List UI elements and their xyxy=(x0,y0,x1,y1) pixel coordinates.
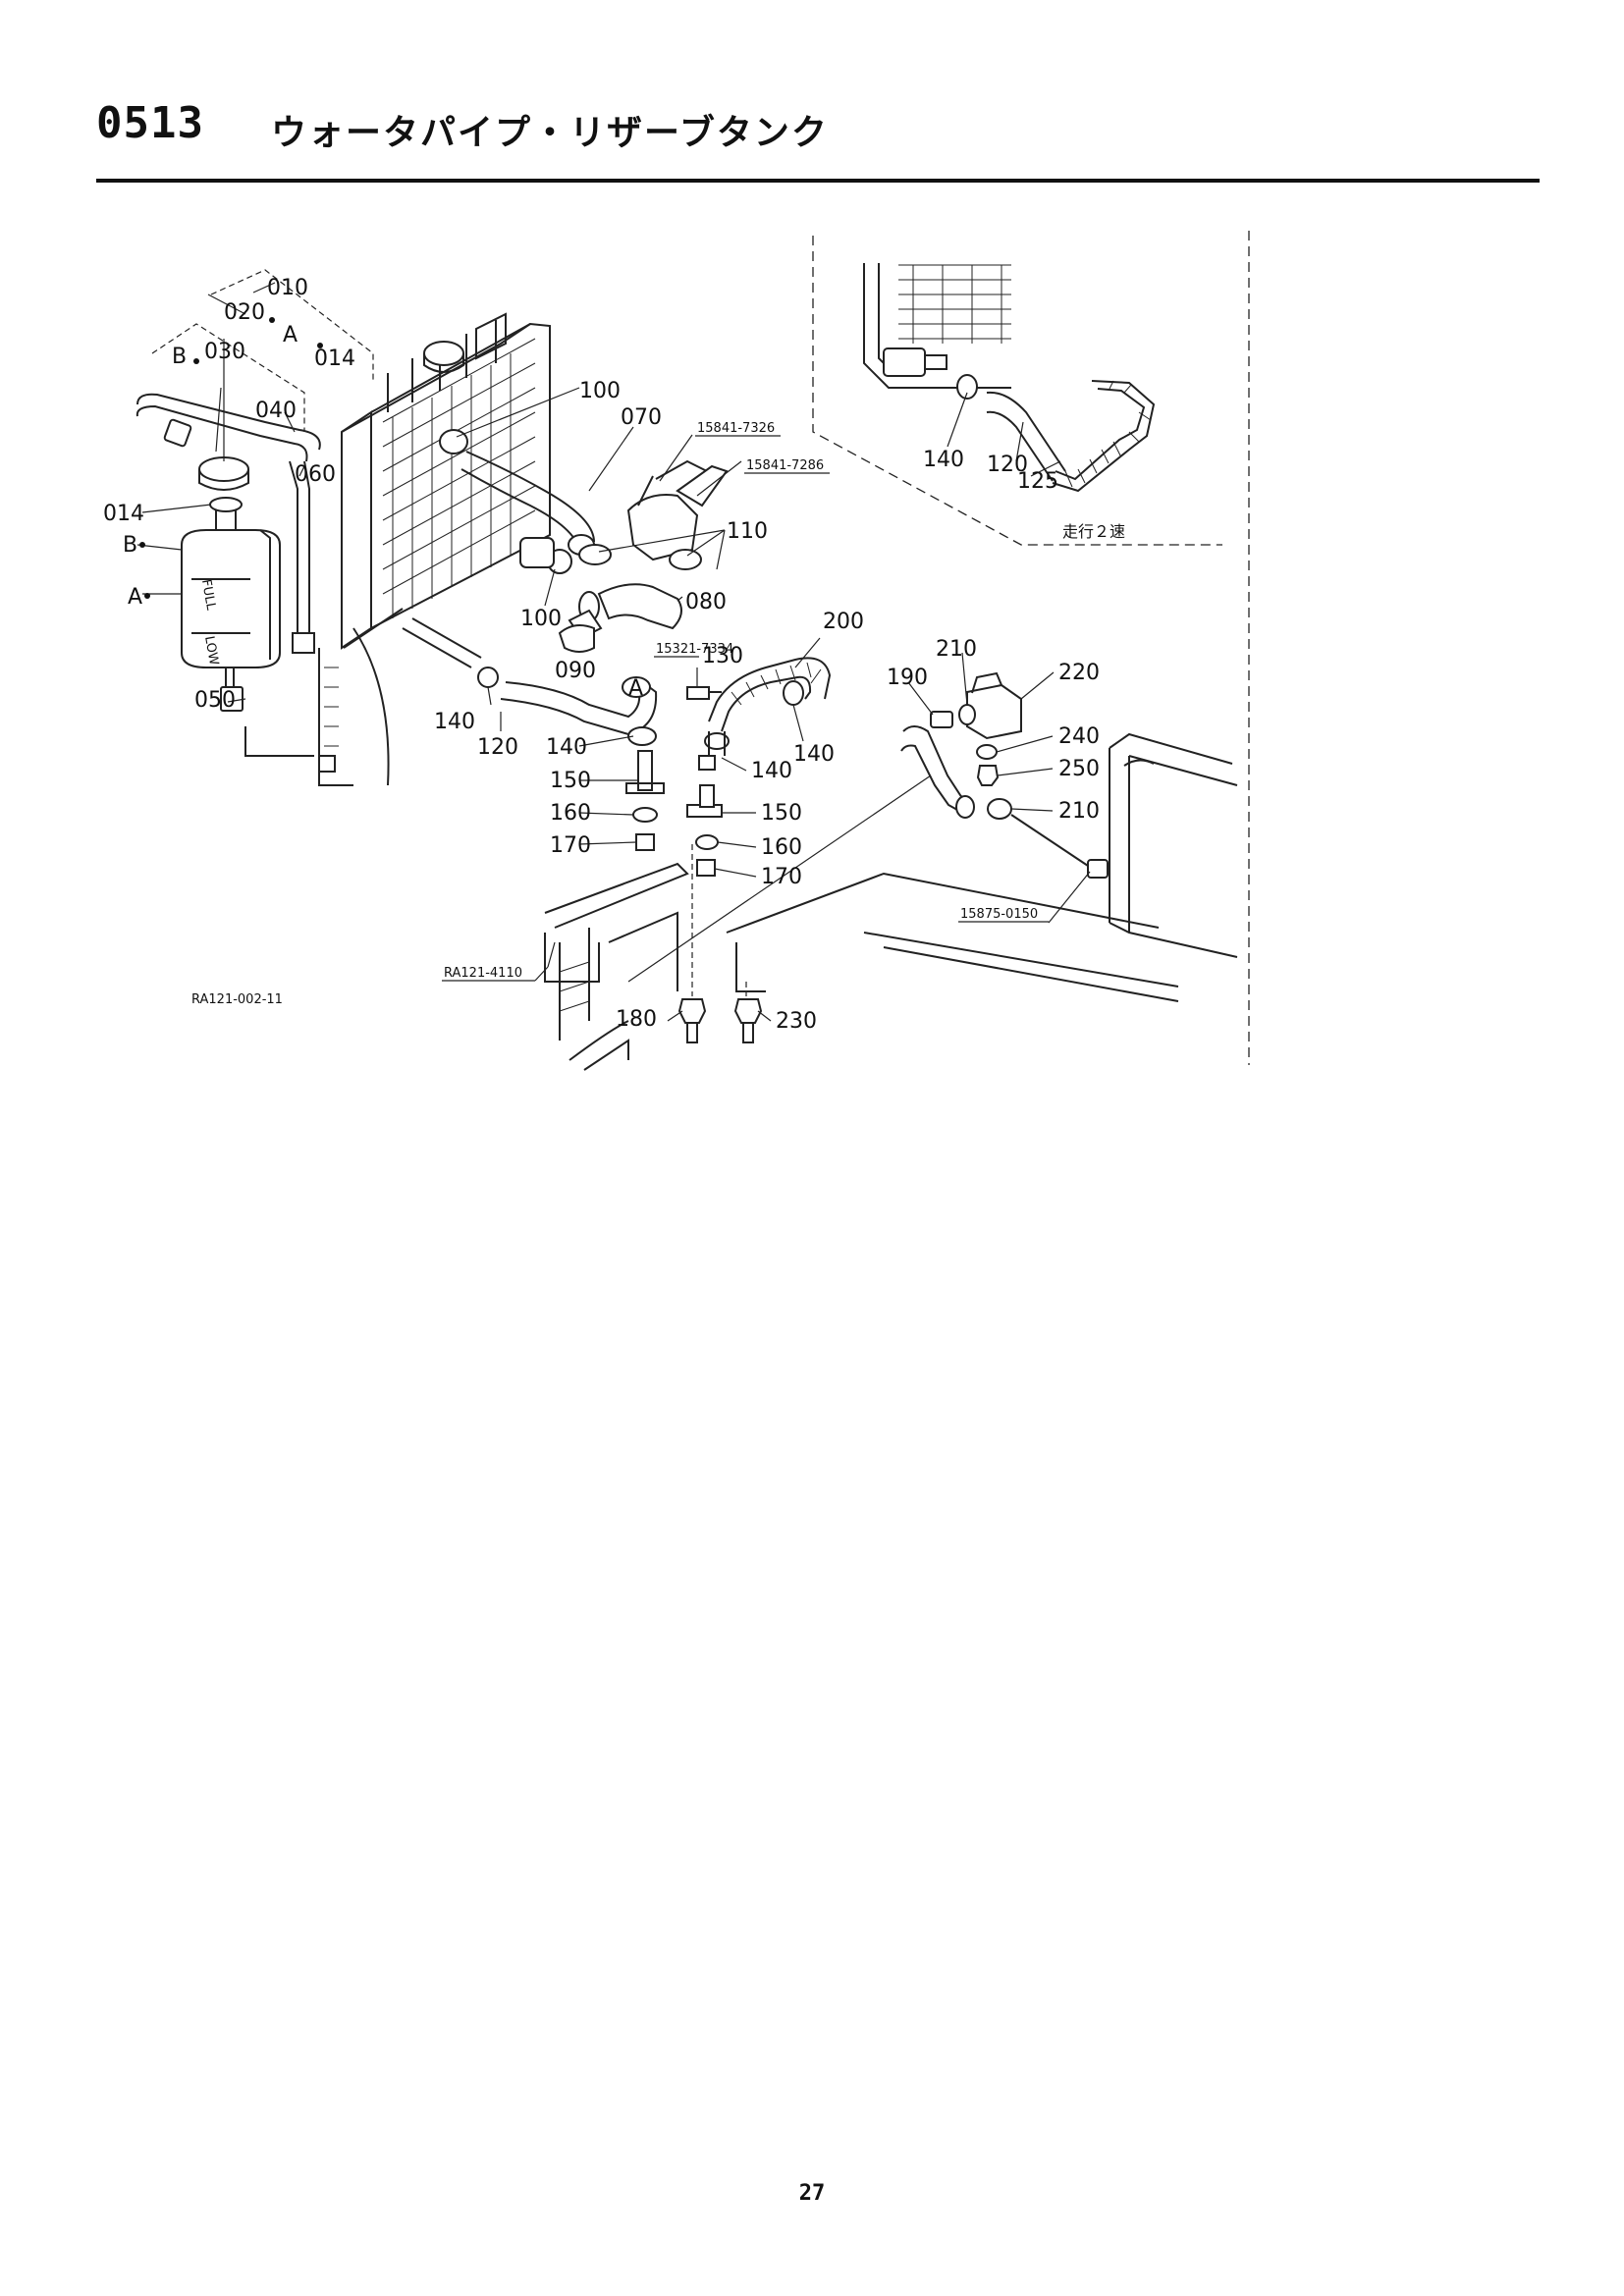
radiator xyxy=(318,312,551,786)
title-rule xyxy=(96,179,1540,183)
callout-label: 020 xyxy=(224,300,265,325)
tank-low-label: LOW xyxy=(201,635,221,667)
section-title: ウォータパイプ・リザーブタンク xyxy=(271,113,829,153)
chassis-frame xyxy=(544,862,1179,1071)
callout-label: 250 xyxy=(1058,757,1100,781)
callout-label: 140 xyxy=(751,759,792,783)
callout-label: 140 xyxy=(546,735,587,760)
callout-labels: 010 020 030 040 050 060 070 080 090 100 … xyxy=(103,276,1100,1034)
callout-label: 200 xyxy=(823,610,864,634)
upper-hose-assembly xyxy=(439,429,729,653)
callout-label: 180 xyxy=(616,1007,657,1032)
reference-labels: 15841-7326 15841-7286 15321-7334 15875-0… xyxy=(442,421,1049,982)
callout-label: 160 xyxy=(761,835,802,860)
callout-label: 220 xyxy=(1058,661,1100,685)
callout-label: 210 xyxy=(1058,799,1100,824)
figure-id: RA121-002-11 xyxy=(191,992,283,1007)
callout-label: 230 xyxy=(776,1009,817,1034)
section-code: 0513 xyxy=(96,98,204,148)
callout-label: 150 xyxy=(761,801,802,826)
callout-label: 125 xyxy=(1017,469,1058,494)
callout-label: 100 xyxy=(579,379,621,403)
ref-label: 15841-7326 xyxy=(697,421,775,436)
callout-label: 240 xyxy=(1058,724,1100,749)
callout-label: 170 xyxy=(550,833,591,858)
callout-label: 030 xyxy=(204,340,245,364)
tank-full-label: FULL xyxy=(198,578,218,612)
ref-label: RA121-4110 xyxy=(444,966,522,981)
callout-label: 040 xyxy=(255,399,297,423)
marker-a-hose: A xyxy=(628,676,643,701)
callout-label: 170 xyxy=(761,865,802,889)
callout-label: 140 xyxy=(923,448,964,472)
routing-lines xyxy=(627,774,932,983)
parts-diagram: FULL LOW xyxy=(103,231,1250,1071)
hydraulic-valve-assembly xyxy=(900,671,1238,958)
ref-label: 15321-7334 xyxy=(656,642,733,657)
ref-label: 15841-7286 xyxy=(746,458,824,473)
callout-label: 140 xyxy=(434,710,475,734)
page-header: 0513 ウォータパイプ・リザーブタンク xyxy=(96,90,1540,185)
callout-label: B xyxy=(172,345,187,369)
callout-label: 190 xyxy=(887,666,928,690)
ref-label: 15875-0150 xyxy=(960,907,1038,922)
callout-label: 110 xyxy=(727,519,768,544)
inset-note: 走行２速 xyxy=(1062,522,1125,541)
callout-label: 210 xyxy=(936,637,977,662)
callout-label: 120 xyxy=(477,735,518,760)
callout-label: 160 xyxy=(550,801,591,826)
callout-label: 060 xyxy=(295,462,336,487)
callout-label: 130 xyxy=(702,644,743,668)
page-number: 27 xyxy=(798,2181,826,2206)
inset-frame xyxy=(812,231,1250,1065)
callout-label: 090 xyxy=(555,659,596,683)
callout-label: 150 xyxy=(550,769,591,793)
callout-label: 070 xyxy=(621,405,662,430)
callout-label: 120 xyxy=(987,453,1028,477)
callout-label: 140 xyxy=(793,742,835,767)
callout-label: A xyxy=(283,323,298,347)
callout-label: 050 xyxy=(194,688,236,713)
callout-label: 080 xyxy=(685,590,727,614)
callout-label: 014 xyxy=(314,347,355,371)
callout-label: A xyxy=(128,585,142,610)
callout-label: 100 xyxy=(520,607,562,631)
inset-radiator-corner xyxy=(863,263,1156,493)
reserve-tank: FULL LOW xyxy=(135,269,374,757)
callout-label: B xyxy=(123,533,137,558)
callout-label: 010 xyxy=(267,276,308,300)
callout-label: 014 xyxy=(103,502,144,526)
